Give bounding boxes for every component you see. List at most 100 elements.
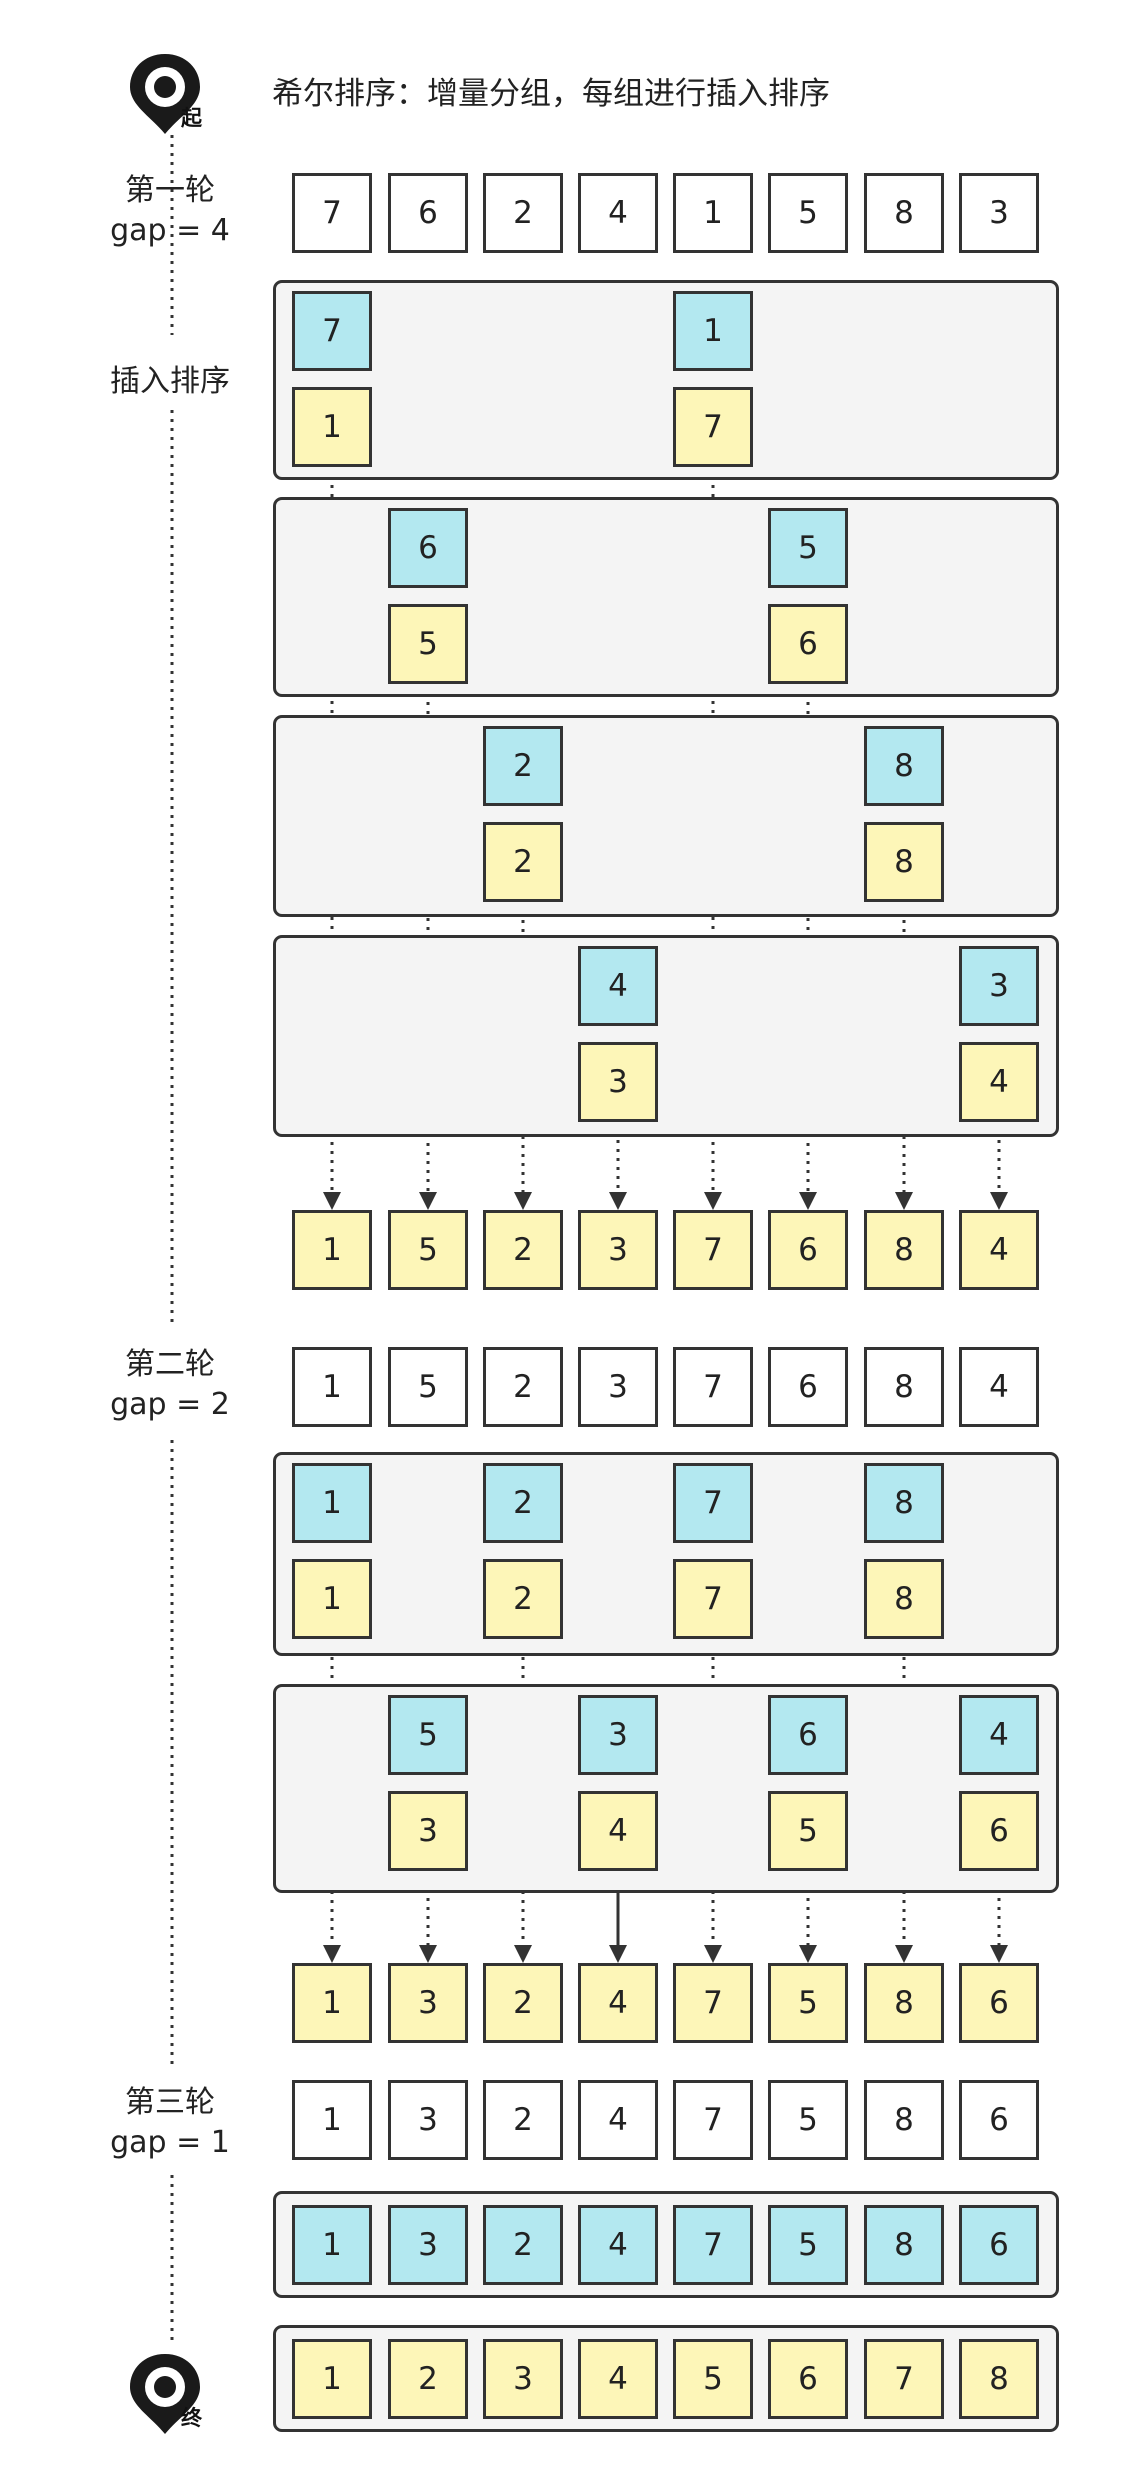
round-1-result-cell: 3 (578, 1210, 658, 1290)
round-2-group-2-sorted-cell: 3 (388, 1791, 468, 1871)
round-2-result-cell: 8 (864, 1963, 944, 2043)
round-1-initial-cell: 6 (388, 173, 468, 253)
round-1-group-2-sorted-cell: 5 (388, 604, 468, 684)
final-result-cell: 7 (864, 2338, 944, 2419)
round-1-initial-cell: 7 (292, 173, 372, 253)
round-1-group-2-unsorted-cell: 5 (768, 508, 848, 588)
round-2-group-1-unsorted-cell: 1 (292, 1463, 372, 1543)
round-2-initial-cell: 2 (483, 1347, 563, 1427)
round-2-result-cell: 2 (483, 1963, 563, 2043)
round-2-initial-cell: 7 (673, 1347, 753, 1427)
round-2-group-2-sorted-cell: 4 (578, 1791, 658, 1871)
round-2-group-1-sorted-cell: 2 (483, 1559, 563, 1639)
insertion-sort-label: 插入排序 (110, 364, 230, 399)
round-3-name: 第三轮 (125, 2085, 215, 2120)
round-3-initial-cell: 7 (673, 2080, 753, 2160)
end-pin-icon (120, 2348, 210, 2438)
round-1-arrow-col-7-head (990, 1192, 1008, 1210)
round-1-arrow-col-1-head (419, 1192, 437, 1210)
round-1-initial-cell: 3 (959, 173, 1039, 253)
round-3-initial-cell: 2 (483, 2080, 563, 2160)
round-2-group-1-sorted-cell: 7 (673, 1559, 753, 1639)
round-1-name: 第一轮 (125, 173, 215, 208)
round-3-group-1-unsorted-cell: 7 (673, 2204, 753, 2285)
round-2-group-2-unsorted-cell: 4 (959, 1695, 1039, 1775)
round-2-arrow-col-6-head (895, 1945, 913, 1963)
round-1-group-3-unsorted-cell: 8 (864, 726, 944, 806)
round-2-arrow-col-1-head (419, 1945, 437, 1963)
round-3-group-1-unsorted-cell: 6 (959, 2204, 1039, 2285)
round-3-gap: gap = 1 (110, 2125, 230, 2160)
round-2-arrow-col-2-head (514, 1945, 532, 1963)
final-result-cell: 5 (673, 2338, 753, 2419)
start-label: 起 (181, 106, 202, 130)
round-2-result-cell: 4 (578, 1963, 658, 2043)
round-1-group-4-unsorted-cell: 3 (959, 946, 1039, 1026)
round-2-group-1-unsorted-cell: 8 (864, 1463, 944, 1543)
round-2-arrow-col-3-head (609, 1945, 627, 1963)
round-2-arrow-col-7-head (990, 1945, 1008, 1963)
round-2-result-cell: 7 (673, 1963, 753, 2043)
final-result-cell: 8 (959, 2338, 1039, 2419)
round-2-result-cell: 3 (388, 1963, 468, 2043)
end-label: 终 (181, 2406, 202, 2430)
final-result-cell: 2 (388, 2338, 468, 2419)
round-1-result-cell: 8 (864, 1210, 944, 1290)
round-1-group-2-unsorted-cell: 6 (388, 508, 468, 588)
round-3-group-1-unsorted-cell: 1 (292, 2204, 372, 2285)
round-1-group-1-unsorted-cell: 1 (673, 291, 753, 371)
round-1-group-1-box (273, 280, 1059, 480)
final-result-cell: 1 (292, 2338, 372, 2419)
round-1-group-3-sorted-cell: 8 (864, 822, 944, 902)
round-1-result-cell: 5 (388, 1210, 468, 1290)
start-pin-icon (120, 48, 210, 138)
round-1-initial-cell: 5 (768, 173, 848, 253)
round-2-group-2-unsorted-cell: 6 (768, 1695, 848, 1775)
round-2-arrow-col-5-head (799, 1945, 817, 1963)
round-2-group-2-sorted-cell: 6 (959, 1791, 1039, 1871)
round-1-arrow-col-3-head (609, 1192, 627, 1210)
round-1-arrow-col-4-head (704, 1192, 722, 1210)
round-3-group-1-unsorted-cell: 5 (768, 2204, 848, 2285)
round-2-result-cell: 5 (768, 1963, 848, 2043)
round-1-initial-cell: 8 (864, 173, 944, 253)
round-3-initial-cell: 6 (959, 2080, 1039, 2160)
round-1-result-cell: 1 (292, 1210, 372, 1290)
round-1-group-3-unsorted-cell: 2 (483, 726, 563, 806)
round-3-group-1-unsorted-cell: 4 (578, 2204, 658, 2285)
round-3-initial-cell: 8 (864, 2080, 944, 2160)
final-result-cell: 4 (578, 2338, 658, 2419)
round-1-result-cell: 6 (768, 1210, 848, 1290)
round-2-initial-cell: 3 (578, 1347, 658, 1427)
round-1-group-1-sorted-cell: 1 (292, 387, 372, 467)
round-2-group-1-sorted-cell: 8 (864, 1559, 944, 1639)
round-1-group-4-box (273, 935, 1059, 1137)
round-2-name: 第二轮 (125, 1347, 215, 1382)
round-3-initial-cell: 1 (292, 2080, 372, 2160)
round-1-group-3-sorted-cell: 2 (483, 822, 563, 902)
page-title: 希尔排序：增量分组，每组进行插入排序 (272, 76, 830, 112)
round-1-arrow-col-2-head (514, 1192, 532, 1210)
round-1-group-1-sorted-cell: 7 (673, 387, 753, 467)
round-2-group-2-sorted-cell: 5 (768, 1791, 848, 1871)
round-1-result-cell: 4 (959, 1210, 1039, 1290)
round-1-group-4-unsorted-cell: 4 (578, 946, 658, 1026)
round-1-arrow-col-0-head (323, 1192, 341, 1210)
final-result-cell: 3 (483, 2338, 563, 2419)
round-2-group-2-unsorted-cell: 3 (578, 1695, 658, 1775)
round-1-group-1-unsorted-cell: 7 (292, 291, 372, 371)
round-1-result-cell: 2 (483, 1210, 563, 1290)
round-1-result-cell: 7 (673, 1210, 753, 1290)
round-2-gap: gap = 2 (110, 1387, 230, 1422)
round-3-initial-cell: 3 (388, 2080, 468, 2160)
round-2-initial-cell: 6 (768, 1347, 848, 1427)
round-1-initial-cell: 2 (483, 173, 563, 253)
round-1-group-4-sorted-cell: 4 (959, 1042, 1039, 1122)
round-2-arrow-col-4-head (704, 1945, 722, 1963)
round-2-initial-cell: 8 (864, 1347, 944, 1427)
round-1-arrow-col-6-head (895, 1192, 913, 1210)
round-2-group-1-sorted-cell: 1 (292, 1559, 372, 1639)
round-3-group-1-unsorted-cell: 2 (483, 2204, 563, 2285)
round-1-initial-cell: 1 (673, 173, 753, 253)
round-2-initial-cell: 4 (959, 1347, 1039, 1427)
